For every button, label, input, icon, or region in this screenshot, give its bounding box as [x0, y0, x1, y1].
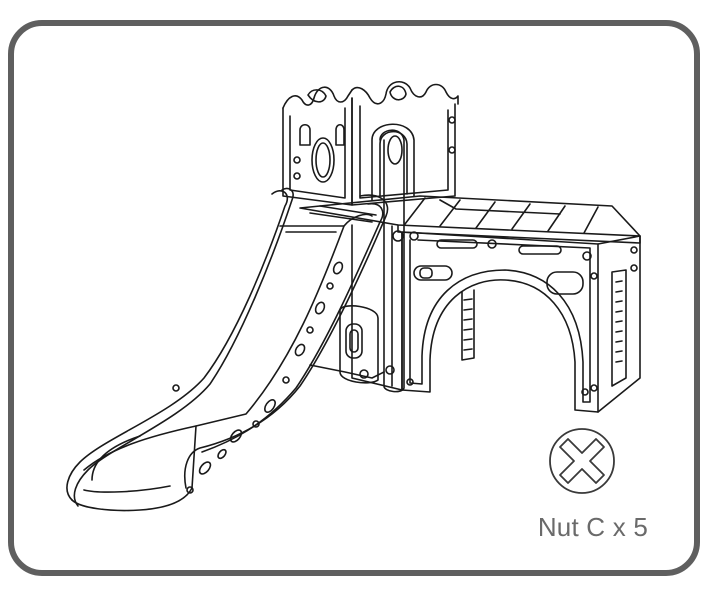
climbing-panel — [309, 129, 405, 393]
hardware-caption: Nut C x 5 — [537, 512, 648, 542]
castle-tower — [282, 81, 459, 206]
instruction-panel — [8, 20, 700, 576]
bridge-deck — [299, 195, 641, 413]
nut-icon — [549, 428, 615, 494]
slide — [66, 187, 389, 512]
